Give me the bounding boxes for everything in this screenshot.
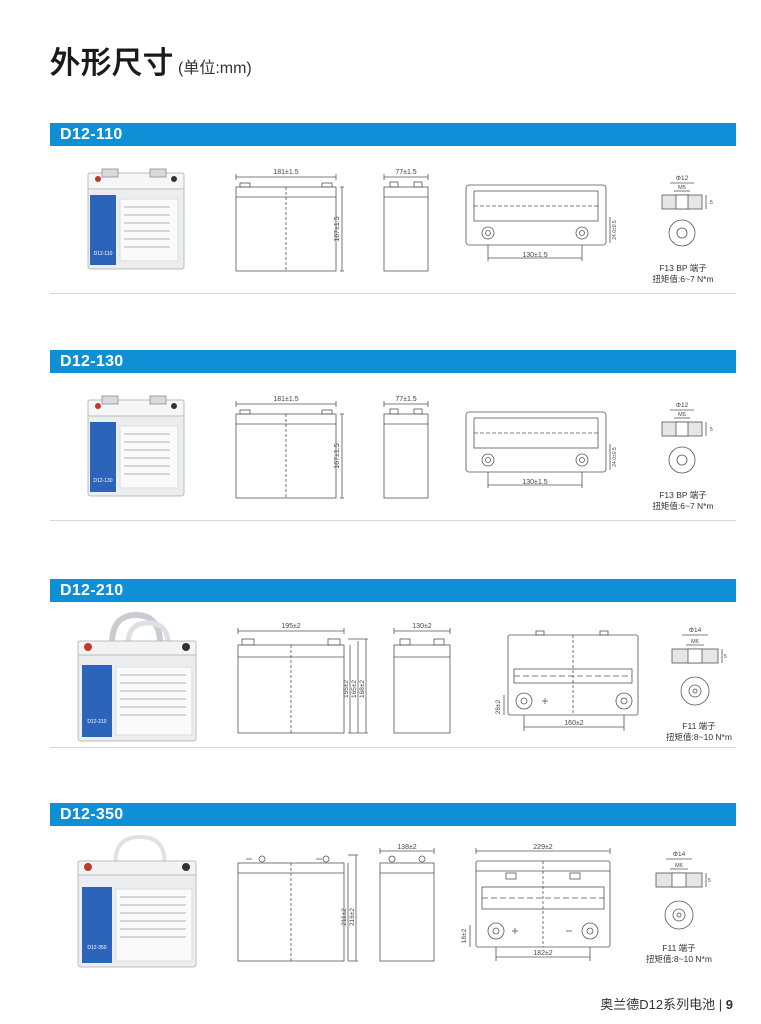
terminal-note-d12-350: F11 端子 扭矩值:8~10 N*m	[634, 943, 724, 965]
height-dimension-b: 216±2	[349, 908, 356, 926]
terminal-dia: Φ14	[673, 851, 686, 858]
section-bar-d12-350: D12-350	[50, 803, 736, 826]
terminal-detail-d12-110: Φ12 M5 5	[661, 175, 713, 247]
terminal-spacing-dimension: 160±2	[564, 720, 584, 727]
terminal-type: F11 端子	[662, 943, 696, 953]
torque-value: 扭矩值:8~10 N*m	[666, 732, 732, 742]
width-dimension: 229±2	[533, 844, 553, 851]
terminal-type: F13 BP 端子	[659, 263, 707, 273]
terminal-dia: Φ14	[689, 627, 702, 634]
thread-depth: 5	[724, 654, 727, 660]
top-view-d12-110: 130±1.5 24.0±0.5	[465, 184, 618, 261]
front-view-d12-350: 211±2 216±2	[237, 854, 358, 962]
battery-label-text: D12-210	[87, 719, 106, 725]
terminal-spacing-dimension: 130±1.5	[522, 252, 547, 259]
section-divider	[50, 520, 736, 521]
battery-photo-d12-350: D12-350	[77, 834, 197, 968]
section-d12-130: D12-130 D12-130 181±1.5 167±1.5	[50, 350, 736, 521]
battery-photo-d12-110: D12-110	[87, 168, 185, 270]
page-title: 外形尺寸(单位:mm)	[50, 38, 252, 82]
top-view-d12-130: 130±1.5 24.0±0.5	[465, 411, 618, 488]
terminal-height-dimension: 24.0±0.5	[612, 220, 618, 240]
page-title-main: 外形尺寸	[50, 47, 174, 80]
section-bar-d12-110: D12-110	[50, 123, 736, 146]
depth-dimension: 77±1.5	[395, 396, 416, 403]
terminal-height-dimension: 18±2	[461, 928, 468, 943]
height-dimension-c: 168±2	[359, 680, 366, 698]
thread-size: M6	[675, 863, 683, 869]
width-dimension: 181±1.5	[273, 396, 298, 403]
page-footer: 奥兰德D12系列电池 | 9	[600, 994, 733, 1013]
thread-size: M6	[691, 639, 699, 645]
footer-divider: |	[718, 997, 723, 1012]
terminal-type: F13 BP 端子	[659, 490, 707, 500]
section-d12-210: D12-210 D12-210 195±2 155±2	[50, 579, 736, 748]
thread-depth: 5	[708, 878, 711, 884]
section-bar-d12-210: D12-210	[50, 579, 736, 602]
height-dimension-a: 211±2	[341, 908, 348, 926]
section-d12-350: D12-350 D12-350 211±2 216±2	[50, 803, 736, 968]
height-dimension-b: 165±2	[351, 680, 358, 698]
front-view-d12-130: 181±1.5 167±1.5	[235, 396, 344, 499]
thread-size: M5	[678, 185, 686, 191]
terminal-spacing-dimension: 182±2	[533, 950, 553, 957]
battery-photo-d12-210: D12-210	[77, 611, 197, 742]
depth-dimension: 138±2	[397, 844, 417, 851]
height-dimension-a: 155±2	[343, 680, 350, 698]
torque-value: 扭矩值:8~10 N*m	[646, 954, 712, 964]
terminal-spacing-dimension: 130±1.5	[522, 479, 547, 486]
terminal-dia: Φ12	[676, 402, 689, 409]
terminal-detail-d12-130: Φ12 M5 5	[661, 402, 713, 474]
height-dimension: 167±1.5	[334, 443, 341, 468]
section-d12-110: D12-110 D12-110 181±1.5 167±1.5	[50, 123, 736, 294]
footer-text: 奥兰德D12系列电池	[600, 997, 716, 1012]
terminal-height-dimension: 28±2	[495, 699, 502, 714]
terminal-detail-d12-350: Φ14 M6 5	[655, 851, 711, 930]
thread-depth: 5	[710, 427, 713, 433]
page-number: 9	[725, 997, 733, 1012]
terminal-note-d12-110: F13 BP 端子 扭矩值:6~7 N*m	[638, 263, 728, 285]
terminal-dia: Φ12	[676, 175, 689, 182]
page-title-unit: (单位:mm)	[178, 60, 252, 77]
terminal-type: F11 端子	[682, 721, 716, 731]
side-view-d12-110: 77±1.5	[383, 169, 429, 272]
width-dimension: 181±1.5	[273, 169, 298, 176]
top-view-d12-210: 160±2 28±2	[495, 630, 639, 731]
thread-size: M5	[678, 412, 686, 418]
front-view-d12-110: 181±1.5 167±1.5	[235, 169, 344, 272]
battery-label-text: D12-130	[93, 478, 112, 484]
side-view-d12-130: 77±1.5	[383, 396, 429, 499]
terminal-height-dimension: 24.0±0.5	[612, 447, 618, 467]
depth-dimension: 130±2	[412, 623, 432, 630]
top-view-d12-350: 229±2 182±2 18±2	[461, 844, 611, 961]
battery-label-text: D12-110	[94, 251, 113, 257]
width-dimension: 195±2	[281, 623, 301, 630]
section-divider	[50, 747, 736, 748]
terminal-detail-d12-210: Φ14 M6 5	[671, 627, 727, 706]
front-view-d12-210: 195±2 155±2 165±2 168±2	[237, 623, 368, 734]
side-view-d12-350: 138±2	[379, 844, 435, 962]
terminal-note-d12-210: F11 端子 扭矩值:8~10 N*m	[654, 721, 744, 743]
torque-value: 扭矩值:6~7 N*m	[652, 501, 714, 511]
side-view-d12-210: 130±2	[393, 623, 451, 734]
terminal-note-d12-130: F13 BP 端子 扭矩值:6~7 N*m	[638, 490, 728, 512]
section-divider	[50, 293, 736, 294]
torque-value: 扭矩值:6~7 N*m	[652, 274, 714, 284]
section-bar-d12-130: D12-130	[50, 350, 736, 373]
battery-photo-d12-130: D12-130	[87, 395, 185, 497]
depth-dimension: 77±1.5	[395, 169, 416, 176]
height-dimension: 167±1.5	[334, 216, 341, 241]
battery-label-text: D12-350	[87, 945, 106, 951]
thread-depth: 5	[710, 200, 713, 206]
